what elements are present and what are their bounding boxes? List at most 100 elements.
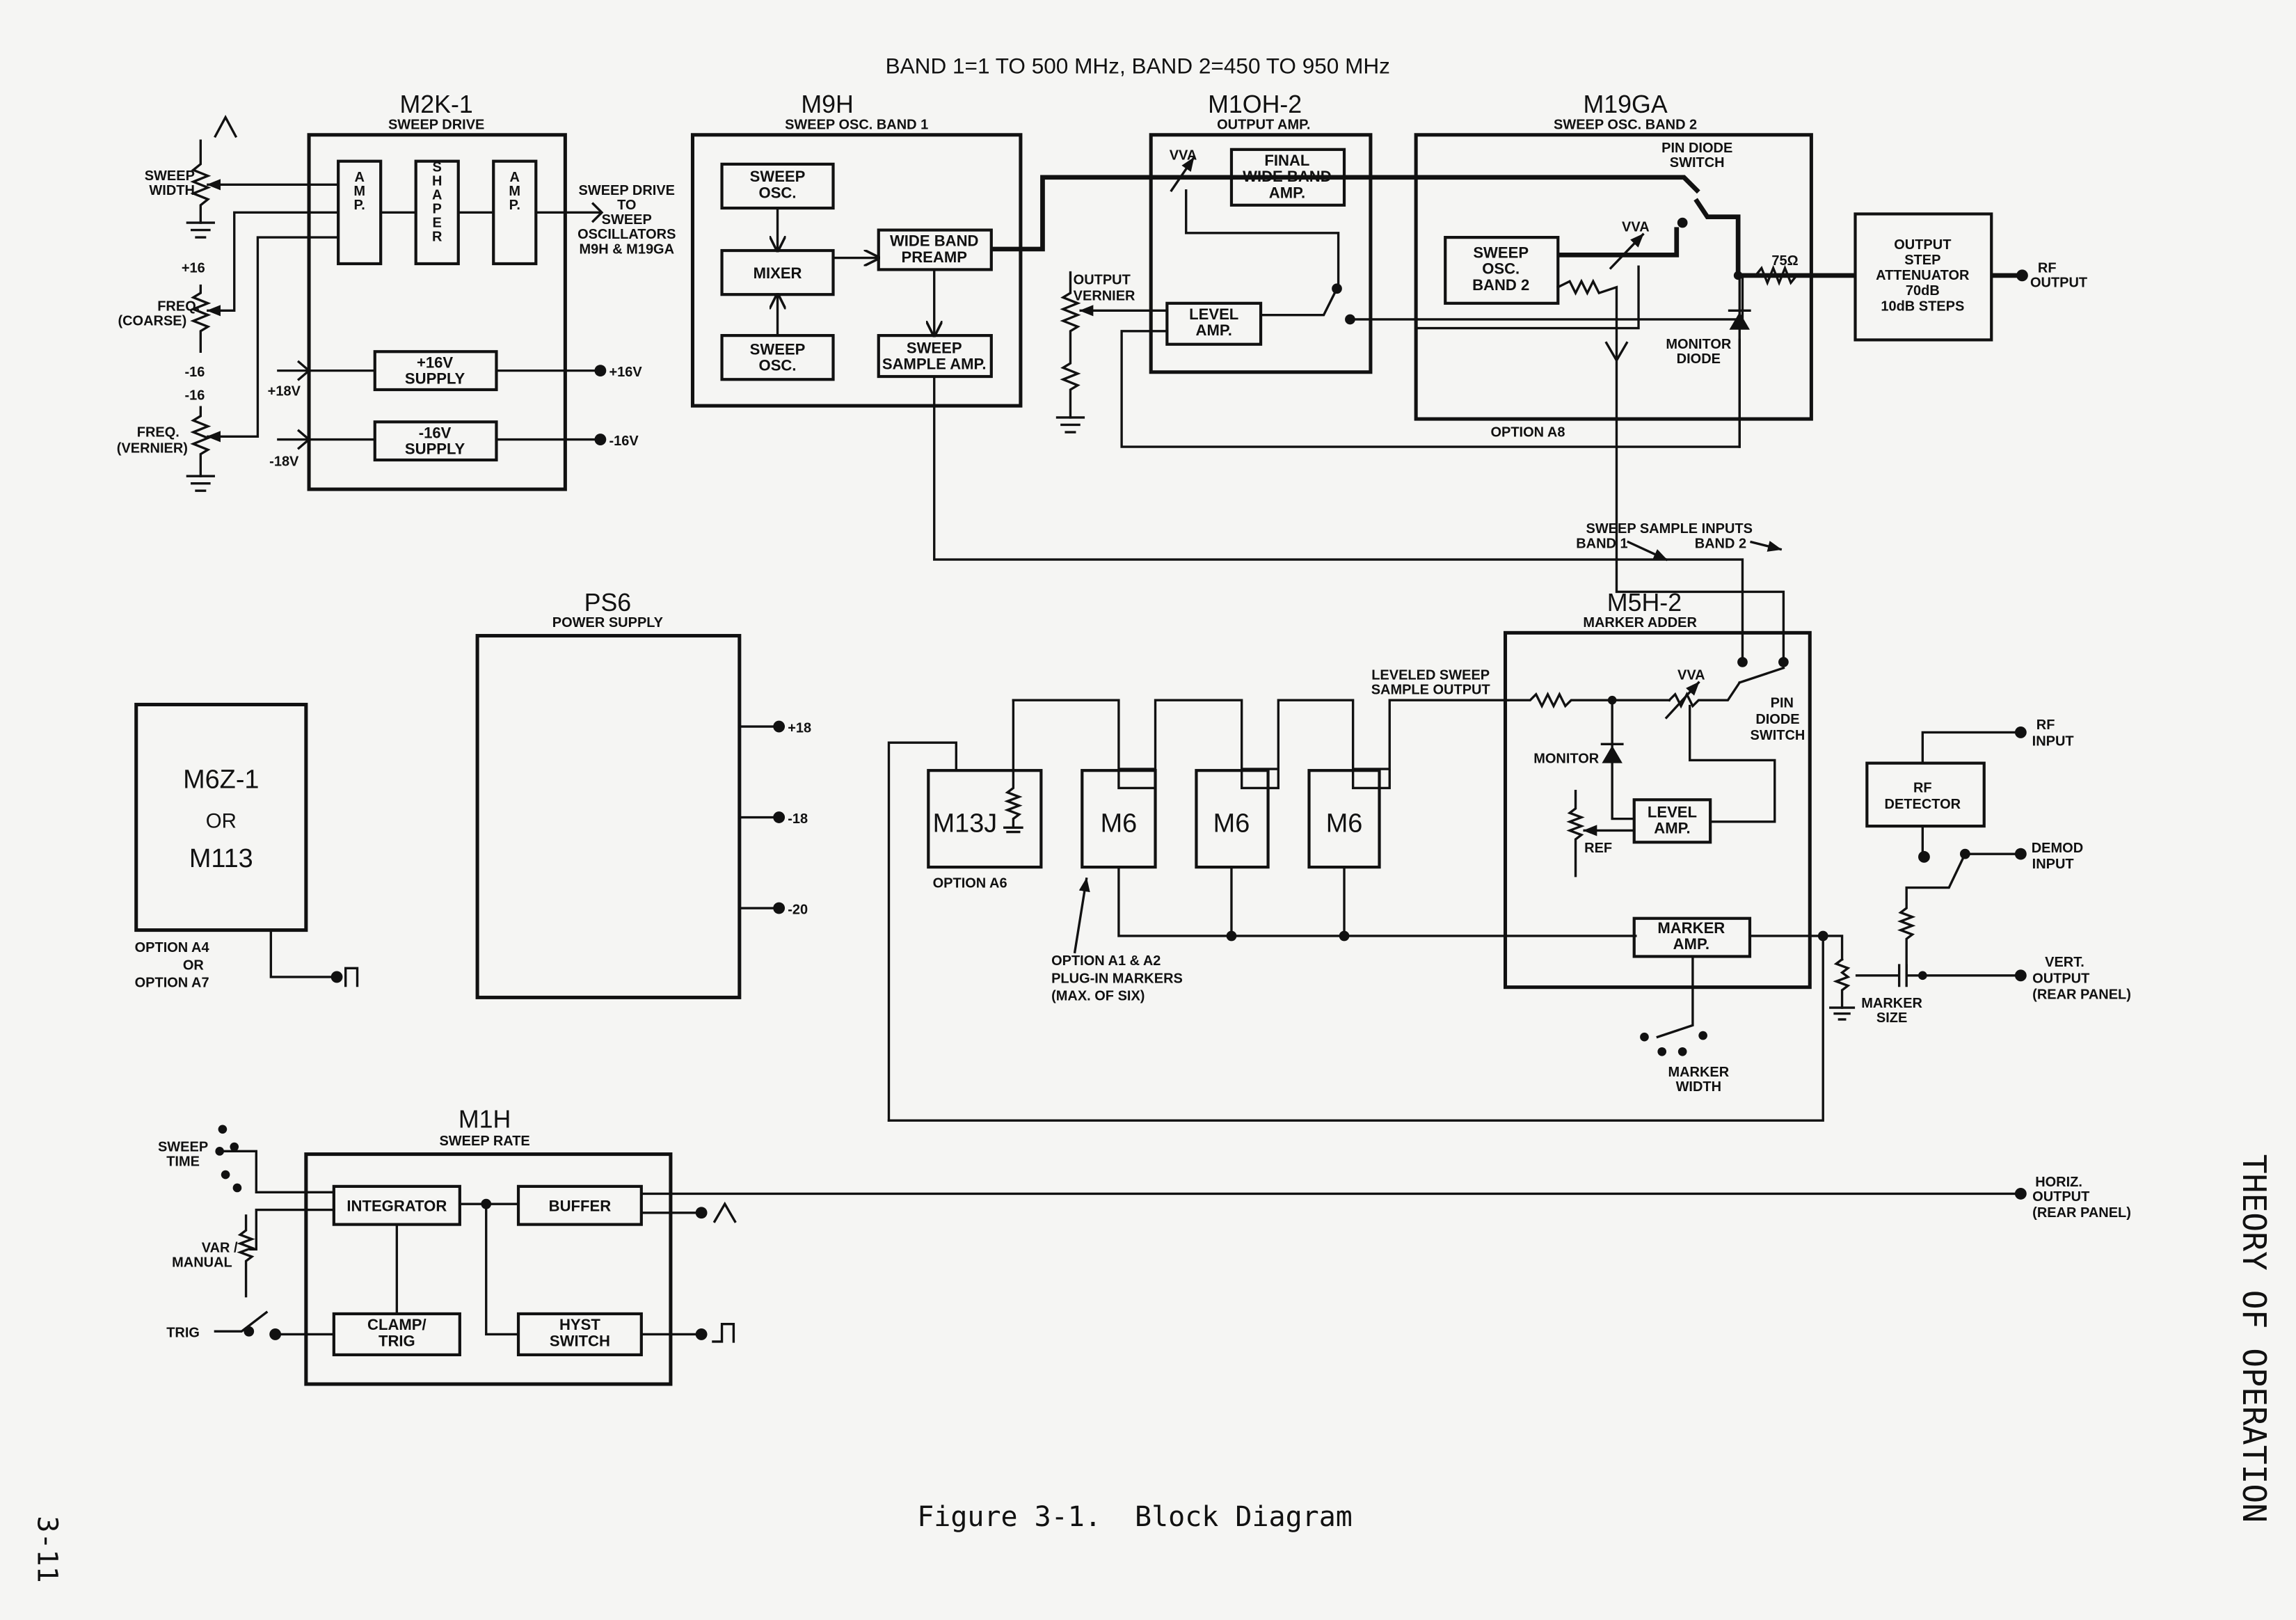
m13j-box bbox=[927, 769, 1043, 869]
m2k1-shaper-letter: S bbox=[433, 159, 442, 175]
m19ga-option: OPTION A8 bbox=[1490, 424, 1565, 440]
m1h-clamp-text-1: CLAMP/ bbox=[367, 1316, 426, 1333]
rf-detector: RF DETECTOR RF INPUT DEMOD INPUT VERT. O… bbox=[1865, 717, 2131, 1002]
m9h-preamp-text-1: WIDE BAND bbox=[890, 232, 979, 250]
m2k1-amp2-letter: M bbox=[509, 184, 520, 199]
m2k1-amp1-letter: M bbox=[353, 184, 365, 199]
pulse-icon bbox=[712, 1323, 735, 1343]
vert-l2: OUTPUT bbox=[2032, 971, 2089, 986]
m6z1-opt3: OPTION A7 bbox=[135, 976, 209, 991]
trig-label: TRIG bbox=[166, 1326, 200, 1341]
plus18v-label: +18V bbox=[268, 383, 301, 399]
m10h2-name: M1OH-2 bbox=[1208, 90, 1302, 118]
m1h-clamp-text-2: TRIG bbox=[378, 1332, 415, 1349]
m5h2-marker-amp-text-2: AMP. bbox=[1673, 935, 1709, 953]
m10h2-level-text-2: AMP. bbox=[1196, 321, 1232, 339]
marker-width-l1: MARKER bbox=[1668, 1065, 1729, 1080]
m2k1-shaper-letter: E bbox=[433, 215, 442, 230]
m10h2-final bbox=[1229, 148, 1346, 207]
m6-label-3: M6 bbox=[1326, 809, 1363, 839]
m1h-box bbox=[304, 1152, 673, 1386]
plus16-label: +16 bbox=[182, 261, 205, 276]
attenuator-line-4: 70dB bbox=[1906, 283, 1940, 299]
m2k1-shaper-letter: A bbox=[432, 187, 442, 202]
sweep-drive-label-5: M9H & M19GA bbox=[579, 241, 674, 257]
m19ga-vva: VVA bbox=[1622, 220, 1650, 235]
m2k1-shaper-letter: R bbox=[432, 229, 443, 244]
m2k1-pos-supply-l1: +16V bbox=[417, 354, 453, 371]
ps6-name: PS6 bbox=[584, 589, 632, 617]
sweep-width-l2: WIDTH bbox=[149, 183, 195, 198]
m2k1-shaper-letter: P bbox=[433, 201, 442, 216]
m2k1-neg-supply bbox=[373, 420, 498, 462]
rf-input-l1: RF bbox=[2036, 717, 2055, 733]
var-manual-l1: VAR / bbox=[202, 1241, 238, 1256]
m9h-preamp-text-2: PREAMP bbox=[901, 248, 966, 266]
vert-l3: (REAR PANEL) bbox=[2032, 987, 2131, 1002]
module-m9h: M9H SWEEP OSC. BAND 1 bbox=[690, 90, 1744, 664]
m2k1-neg-supply-l1: -16V bbox=[419, 424, 452, 441]
m2k1-pos-supply-l2: SUPPLY bbox=[405, 370, 465, 388]
figure-caption: Figure 3-1. Block Diagram bbox=[917, 1501, 1353, 1533]
m2k1-amp2-letter: P. bbox=[509, 198, 520, 213]
m1h-buffer-text-1: BUFFER bbox=[549, 1198, 612, 1215]
m10h2-level-text-1: LEVEL bbox=[1189, 305, 1238, 323]
m19ga-mon-l2: DIODE bbox=[1677, 351, 1721, 367]
m10h2-subtitle: OUTPUT AMP. bbox=[1217, 117, 1310, 132]
m19ga-osc bbox=[1444, 236, 1560, 305]
module-m1h: M1H SWEEP RATE SWEEP TIME VAR / MANUAL T… bbox=[158, 1106, 2131, 1386]
rf-output-l2: OUTPUT bbox=[2030, 276, 2087, 291]
ps6-out-3: -20 bbox=[788, 902, 808, 917]
m9h-mixer-text-1: MIXER bbox=[754, 264, 802, 282]
marker-plugins: M13J OPTION A6 M6 M6 M6 OPTION A1 & A2 P… bbox=[887, 668, 1824, 1122]
m19ga-pin-l2: SWITCH bbox=[1670, 155, 1725, 170]
m5h2-pin-l3: SWITCH bbox=[1751, 728, 1805, 743]
rf-det-l1: RF bbox=[1913, 781, 1932, 796]
rf-output-l1: RF bbox=[2038, 261, 2057, 276]
m9h-sample-text-2: SAMPLE AMP. bbox=[882, 356, 987, 373]
pulse-icon bbox=[344, 967, 359, 987]
m19ga-osc-text-1: SWEEP bbox=[1473, 244, 1529, 262]
marker-note-l1: OPTION A1 & A2 bbox=[1051, 953, 1161, 969]
sweep-width-l1: SWEEP bbox=[145, 168, 195, 184]
minus16b-label: -16 bbox=[184, 388, 205, 404]
m9h-subtitle: SWEEP OSC. BAND 1 bbox=[785, 117, 928, 132]
m1h-hyst-text-2: SWITCH bbox=[550, 1332, 610, 1349]
m2k1-shaper-letter: H bbox=[432, 173, 442, 189]
m2k1-amp1-letter: A bbox=[354, 170, 364, 185]
vert-l1: VERT. bbox=[2045, 955, 2084, 970]
freq-vernier-l1: FREQ. bbox=[137, 424, 180, 440]
marker-size-l2: SIZE bbox=[1876, 1010, 1907, 1026]
module-ps6: PS6 POWER SUPPLY +18 -18 -20 bbox=[475, 589, 811, 999]
marker-note-l2: PLUG-IN MARKERS bbox=[1051, 971, 1183, 986]
m6z1-box bbox=[134, 702, 308, 932]
m10h2-final-text-1: FINAL bbox=[1264, 152, 1309, 169]
attenuator-line-5: 10dB STEPS bbox=[1881, 299, 1964, 314]
sample-inputs-title: SWEEP SAMPLE INPUTS bbox=[1586, 521, 1752, 537]
m10h2-final-text-3: AMP. bbox=[1269, 184, 1305, 201]
ps6-box bbox=[475, 634, 742, 999]
out-neg16-label: -16V bbox=[609, 434, 639, 449]
m19ga-osc-text-2: OSC. bbox=[1482, 260, 1520, 278]
sample-inputs-band2: BAND 2 bbox=[1695, 536, 1746, 551]
m19ga-ohms: 75Ω bbox=[1771, 253, 1798, 269]
m2k1-amp2-letter: A bbox=[510, 170, 520, 185]
m9h-osc1-text-2: OSC. bbox=[759, 184, 797, 201]
module-m5h2: M5H-2 MARKER ADDER VVA PIN DIODE SWITCH … bbox=[1503, 589, 2023, 1095]
var-manual-l2: MANUAL bbox=[172, 1255, 232, 1271]
m6-label-2: M6 bbox=[1213, 809, 1250, 839]
m5h2-marker-amp-text-1: MARKER bbox=[1657, 919, 1725, 937]
horiz-l2: OUTPUT bbox=[2032, 1189, 2089, 1205]
m10h2-box bbox=[1149, 133, 1373, 374]
m5h2-pin-l1: PIN bbox=[1771, 696, 1794, 711]
m5h2-pin-l2: DIODE bbox=[1755, 712, 1799, 727]
m19ga-pin-l1: PIN DIODE bbox=[1661, 141, 1732, 156]
m10h2-level bbox=[1165, 301, 1263, 346]
out-pos16-label: +16V bbox=[609, 365, 643, 380]
m9h-sample-text-1: SWEEP bbox=[907, 339, 962, 356]
sample-inputs-band1: BAND 1 bbox=[1576, 536, 1627, 551]
page-number: 3-11 bbox=[31, 1516, 63, 1582]
m2k1-neg-supply-l2: SUPPLY bbox=[405, 440, 465, 458]
ps6-out-1: +18 bbox=[788, 720, 811, 736]
m19ga-subtitle: SWEEP OSC. BAND 2 bbox=[1554, 117, 1697, 132]
